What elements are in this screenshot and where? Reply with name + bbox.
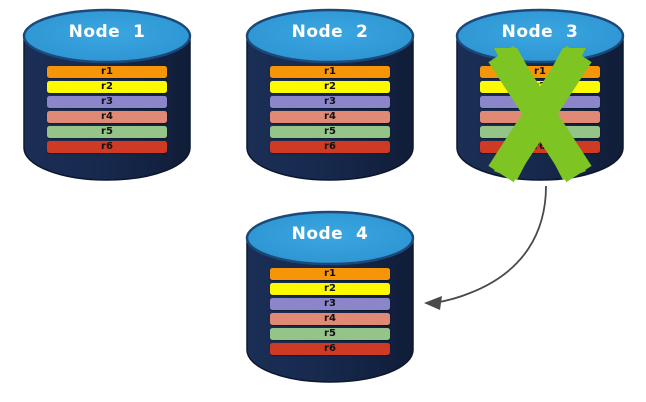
record-node4-r5[interactable]: r5 — [270, 328, 390, 340]
record-label: r1 — [324, 268, 336, 279]
record-list-node2: r1 r2 r3 r4 r5 r6 — [270, 66, 390, 153]
record-node4-r2[interactable]: r2 — [270, 283, 390, 295]
node-cylinder-node2[interactable]: Node 2 r1 r2 r3 r4 r5 r6 — [245, 8, 415, 183]
record-node1-r2[interactable]: r2 — [47, 81, 167, 93]
record-label: r6 — [324, 141, 336, 152]
record-node4-r6[interactable]: r6 — [270, 343, 390, 355]
record-node2-r6[interactable]: r6 — [270, 141, 390, 153]
record-node1-r1[interactable]: r1 — [47, 66, 167, 78]
record-label: r6 — [101, 141, 113, 152]
record-label: r3 — [101, 96, 113, 107]
record-label: r4 — [101, 111, 113, 122]
record-node4-r1[interactable]: r1 — [270, 268, 390, 280]
record-label: r2 — [324, 283, 336, 294]
record-label: r4 — [324, 111, 336, 122]
record-list-node4: r1 r2 r3 r4 r5 r6 — [270, 268, 390, 355]
record-label: r5 — [324, 328, 336, 339]
record-node2-r1[interactable]: r1 — [270, 66, 390, 78]
record-label: r2 — [101, 81, 113, 92]
record-node1-r6[interactable]: r6 — [47, 141, 167, 153]
record-node2-r2[interactable]: r2 — [270, 81, 390, 93]
record-node1-r4[interactable]: r4 — [47, 111, 167, 123]
record-node1-r3[interactable]: r3 — [47, 96, 167, 108]
record-node2-r4[interactable]: r4 — [270, 111, 390, 123]
arrow-head-icon — [424, 296, 442, 310]
record-label: r5 — [324, 126, 336, 137]
record-label: r3 — [324, 96, 336, 107]
record-node2-r5[interactable]: r5 — [270, 126, 390, 138]
record-label: r1 — [324, 66, 336, 77]
record-label: r5 — [101, 126, 113, 137]
record-label: r1 — [101, 66, 113, 77]
record-label: r4 — [324, 313, 336, 324]
node-cylinder-node1[interactable]: Node 1 r1 r2 r3 r4 r5 r6 — [22, 8, 192, 183]
record-node4-r4[interactable]: r4 — [270, 313, 390, 325]
record-node1-r5[interactable]: r5 — [47, 126, 167, 138]
record-node2-r3[interactable]: r3 — [270, 96, 390, 108]
record-label: r3 — [324, 298, 336, 309]
record-label: r6 — [324, 343, 336, 354]
record-node4-r3[interactable]: r3 — [270, 298, 390, 310]
record-list-node1: r1 r2 r3 r4 r5 r6 — [47, 66, 167, 153]
record-label: r2 — [324, 81, 336, 92]
